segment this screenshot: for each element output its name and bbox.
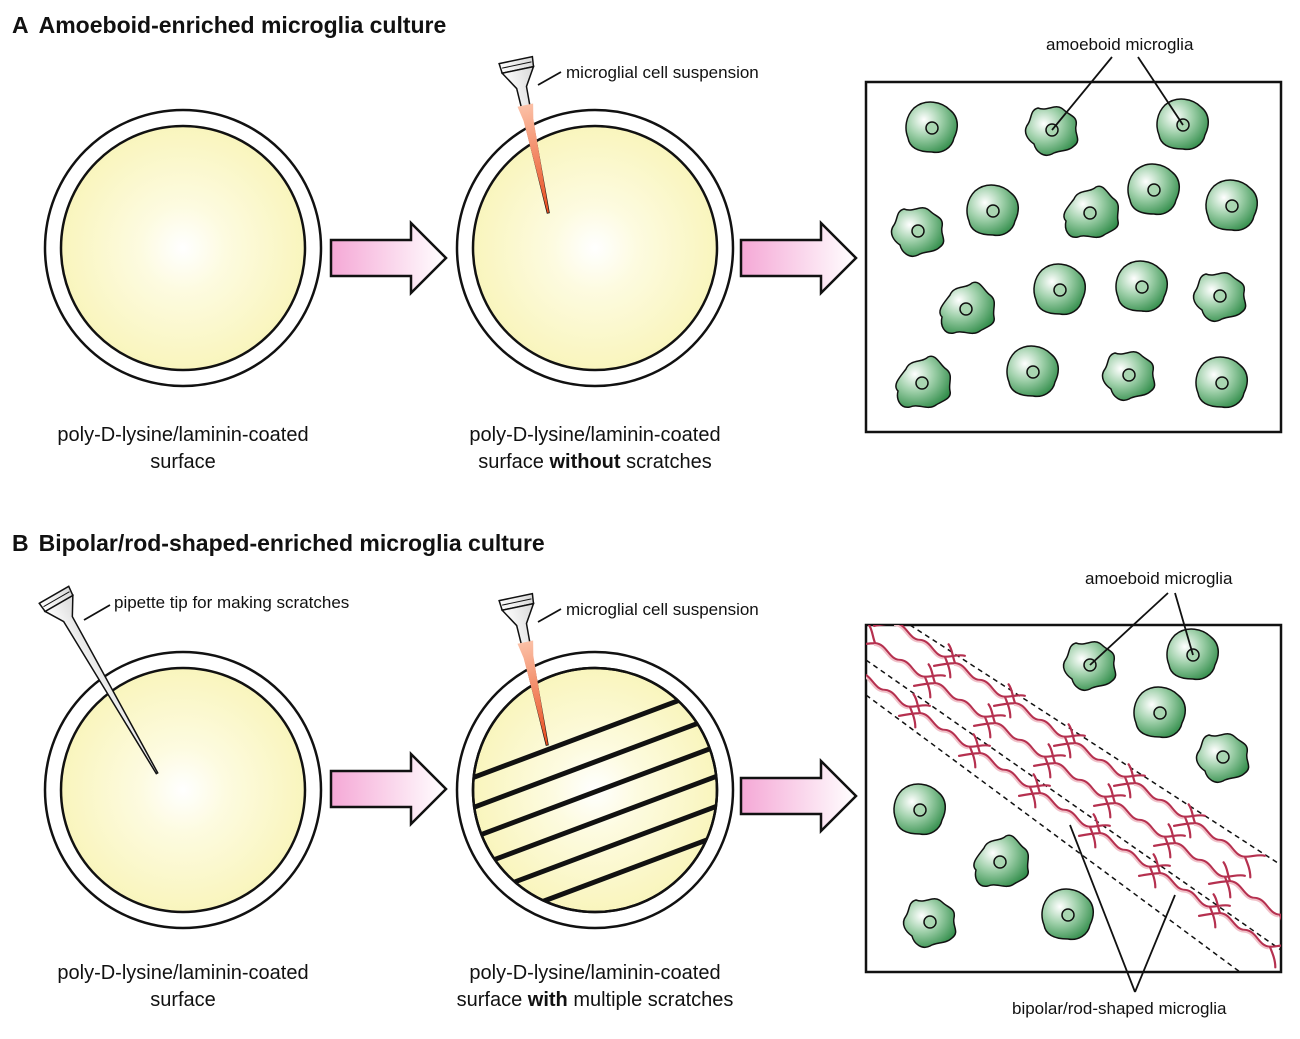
panel-b-suspension-leader bbox=[537, 608, 562, 623]
panel-b-suspension-label: microglial cell suspension bbox=[566, 600, 759, 619]
panel-b-scratch-band bbox=[866, 625, 1281, 972]
panel-b-arrow-2 bbox=[739, 759, 858, 833]
panel-a-dish-2 bbox=[455, 108, 735, 388]
panel-a-caption-1: poly-D-lysine/laminin-coated surface bbox=[33, 422, 333, 476]
panel-b-dish-2 bbox=[455, 650, 735, 930]
panel-b-bipolar-label: bipolar/rod-shaped microglia bbox=[1012, 999, 1227, 1018]
panel-a-dish-1 bbox=[43, 108, 323, 388]
panel-b-leaders bbox=[1069, 592, 1194, 993]
panel-b-arrow-1 bbox=[329, 752, 448, 826]
caption-bold: with bbox=[527, 989, 568, 1011]
panel-b-pipette-leader bbox=[83, 604, 111, 621]
panel-b-pipette-label: pipette tip for making scratches bbox=[114, 593, 350, 612]
panel-b-letter: B bbox=[12, 530, 29, 556]
panel-a-suspension-leader bbox=[537, 71, 562, 86]
caption-line-1: poly-D-lysine/laminin-coated bbox=[57, 962, 309, 984]
panel-b-dish-1 bbox=[43, 650, 323, 930]
panel-b-caption-2: poly-D-lysine/laminin-coated surface wit… bbox=[410, 960, 780, 1014]
caption-bold: without bbox=[549, 451, 621, 473]
caption-line-2: surface without scratches bbox=[420, 449, 770, 476]
panel-a-title: A Amoeboid-enriched microglia culture bbox=[12, 12, 446, 39]
panel-a-arrow-1 bbox=[329, 221, 448, 295]
panel-b-title: B Bipolar/rod-shaped-enriched microglia c… bbox=[12, 530, 545, 557]
panel-b-title-text: Bipolar/rod-shaped-enriched microglia cu… bbox=[38, 530, 545, 556]
panel-b-caption-1: poly-D-lysine/laminin-coated surface bbox=[33, 960, 333, 1014]
panel-b-suspension-pipette-icon bbox=[498, 592, 549, 746]
panel-a-amoeboid-leaders bbox=[1051, 56, 1184, 131]
panel-a-letter: A bbox=[12, 12, 29, 38]
caption-line-2: surface with multiple scratches bbox=[410, 987, 780, 1014]
panel-b-scratch-pipette-icon bbox=[38, 585, 159, 775]
caption-line-2: surface bbox=[150, 989, 216, 1011]
caption-post: multiple scratches bbox=[567, 989, 734, 1011]
caption-pre: surface bbox=[478, 451, 550, 473]
caption-line-1: poly-D-lysine/laminin-coated bbox=[57, 424, 309, 446]
panel-a-pipette-tip-icon bbox=[498, 55, 550, 214]
caption-pre: surface bbox=[456, 989, 528, 1011]
caption-line-2: surface bbox=[150, 451, 216, 473]
caption-line-1: poly-D-lysine/laminin-coated bbox=[469, 424, 721, 446]
caption-line-1: poly-D-lysine/laminin-coated bbox=[469, 962, 721, 984]
caption-post: scratches bbox=[620, 451, 712, 473]
panel-a-title-text: Amoeboid-enriched microglia culture bbox=[38, 12, 447, 38]
panel-a-suspension-label: microglial cell suspension bbox=[566, 63, 759, 82]
panel-a-caption-2: poly-D-lysine/laminin-coated surface wit… bbox=[420, 422, 770, 476]
panel-a-amoeboid-label: amoeboid microglia bbox=[1046, 35, 1194, 54]
panel-a-arrow-2 bbox=[739, 221, 858, 295]
panel-b-amoeboid-label: amoeboid microglia bbox=[1085, 569, 1233, 588]
